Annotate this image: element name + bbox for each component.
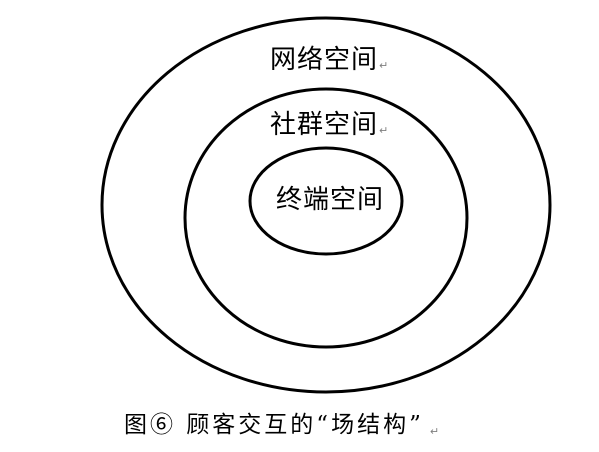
paragraph-mark: ↵ (429, 425, 440, 438)
label-terminal-space-text: 终端空间 (276, 185, 385, 215)
paragraph-mark: ↵ (379, 59, 389, 72)
label-network-space-text: 网络空间 (270, 45, 379, 75)
label-community-space-text: 社群空间 (270, 110, 379, 140)
figure-caption-text: 图⑥ 顾客交互的“场结构” (124, 412, 424, 438)
paragraph-mark: ↵ (379, 124, 389, 137)
middle-ellipse-community-space (183, 87, 469, 349)
label-terminal-space: 终端空间 (276, 185, 384, 215)
inner-ellipse-terminal-space (248, 146, 404, 256)
outer-ellipse-network-space (100, 16, 552, 394)
figure-caption: 图⑥ 顾客交互的“场结构” ↵ (124, 410, 439, 447)
label-community-space: 社群空间↵ (270, 110, 388, 146)
label-network-space: 网络空间↵ (270, 45, 388, 81)
